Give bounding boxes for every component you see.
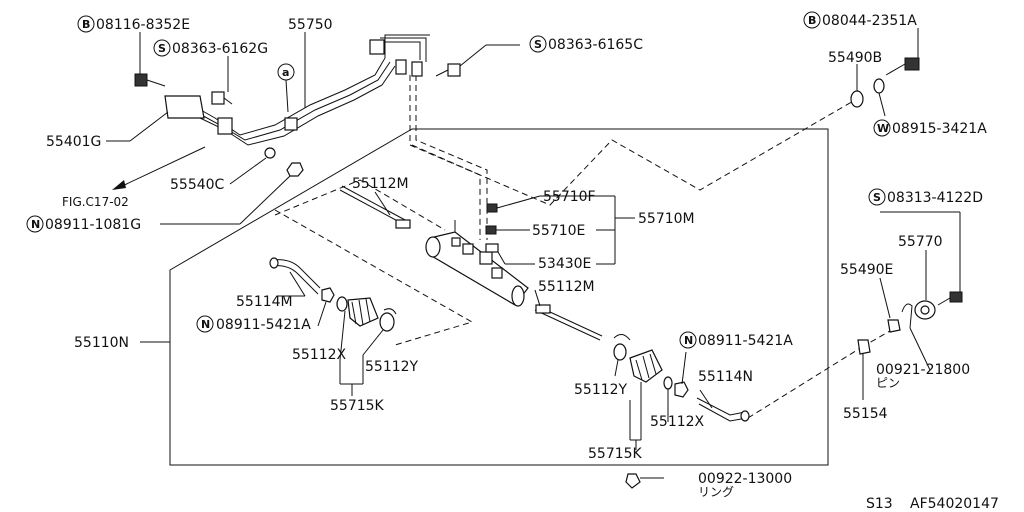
leader-lines: [106, 28, 961, 479]
washer-55540c: [264, 147, 276, 159]
label-55112y-left: 55112Y: [365, 359, 419, 375]
badge-b-1: B: [77, 15, 95, 33]
fig-arrow-line: [117, 146, 206, 189]
label-53430e: 53430E: [538, 256, 591, 272]
svg-text:S: S: [534, 38, 542, 51]
label-55112x-left: 55112X: [292, 347, 347, 363]
badge-n-3: N: [679, 331, 697, 349]
boot-55112x-left: [347, 297, 379, 327]
badge-n-2: N: [196, 315, 214, 333]
label-55490b: 55490B: [828, 50, 882, 66]
label-08911-1081g: 08911-1081G: [45, 217, 141, 233]
badge-n-1: N: [26, 215, 44, 233]
part-55490e: [887, 319, 901, 333]
ring-55112x-right: [663, 376, 673, 390]
label-fig-c17-02: FIG.C17-02: [62, 195, 129, 209]
label-55710f: 55710F: [543, 189, 596, 205]
dash-line-lower: [274, 179, 446, 231]
badge-b-2: B: [803, 11, 821, 29]
label-ring-kana: リング: [698, 485, 734, 499]
label-screw-08363-6165c: 08363-6165C: [548, 37, 643, 53]
part-53430e: [485, 243, 499, 253]
dash-line-box-left: [274, 209, 474, 346]
rod-55114m: [269, 257, 321, 295]
label-55715k-right: 55715K: [588, 446, 643, 462]
rod-55112m-mid: [534, 304, 603, 341]
badge-s-2: S: [529, 35, 547, 53]
master-cylinder: [425, 220, 529, 307]
bolt-08116: [134, 73, 166, 87]
nut-08911-5421a-right: [674, 381, 689, 398]
boot-55112x-right: [629, 349, 663, 383]
rod-55114n: [696, 397, 750, 422]
svg-text:S: S: [158, 42, 166, 55]
badge-s-1: S: [153, 39, 171, 57]
label-00922: 00922-13000: [698, 471, 792, 487]
ring-55112x-left: [336, 296, 348, 312]
svg-text:N: N: [31, 218, 40, 231]
label-55112m-top: 55112M: [352, 176, 409, 192]
label-08911-5421a-left: 08911-5421A: [216, 317, 311, 333]
label-55401g: 55401G: [46, 134, 101, 150]
label-55750: 55750: [288, 17, 333, 33]
nut-08911-5421a-left: [321, 287, 335, 303]
marker-a-text: a: [282, 66, 289, 79]
label-08915: 08915-3421A: [892, 121, 987, 137]
screw-08313: [937, 291, 963, 306]
part-55770: [914, 300, 936, 320]
label-55114n: 55114N: [698, 369, 753, 385]
part-55710e: [485, 225, 497, 235]
svg-text:B: B: [82, 18, 90, 31]
label-55710m: 55710M: [638, 211, 695, 227]
label-55112m-mid: 55112M: [538, 279, 595, 295]
svg-text:B: B: [808, 14, 816, 27]
label-55114m: 55114M: [236, 294, 293, 310]
label-55540c: 55540C: [170, 177, 225, 193]
label-08313: 08313-4122D: [887, 190, 983, 206]
fig-arrow-head: [112, 180, 126, 190]
label-55770: 55770: [898, 234, 943, 250]
part-55154: [857, 339, 871, 355]
pin-00921: [901, 303, 913, 329]
footer-code: AF54020147: [910, 496, 999, 512]
label-bolt-08044: 08044-2351A: [822, 13, 917, 29]
label-55112x-right: 55112X: [650, 414, 705, 430]
frame-55110n: [169, 128, 829, 466]
label-screw-08363-6162g: 08363-6162G: [172, 41, 268, 57]
bracket-55401g: [164, 95, 205, 119]
label-55110n: 55110N: [74, 335, 129, 351]
svg-text:N: N: [684, 334, 693, 347]
badge-w: W: [873, 119, 891, 137]
svg-text:N: N: [201, 318, 210, 331]
svg-text:S: S: [873, 191, 881, 204]
badge-s-3: S: [868, 188, 886, 206]
svg-text:W: W: [877, 122, 889, 135]
bolt-08044: [885, 57, 920, 76]
dash-line-upper: [411, 99, 856, 206]
nut-08911-1081g: [286, 162, 304, 177]
dash-line-55154: [747, 346, 863, 419]
label-55490e: 55490E: [840, 262, 893, 278]
label-08911-5421a-right: 08911-5421A: [698, 333, 793, 349]
part-55710f: [486, 203, 498, 213]
label-55112y-right: 55112Y: [574, 382, 628, 398]
label-pin-kana: ピン: [876, 376, 900, 390]
footer-s13: S13: [866, 496, 893, 512]
label-55710e: 55710E: [532, 223, 585, 239]
ring-00922: [625, 473, 641, 489]
clip-55112y-right: [613, 343, 627, 361]
rod-55112m-top: [339, 185, 411, 229]
clip-55112y-right-ring: [613, 334, 631, 341]
label-55715k-left: 55715K: [330, 398, 385, 414]
washer-55490b: [850, 90, 864, 108]
label-bolt-08116: 08116-8352E: [96, 17, 190, 33]
screw-08363-6165c: [435, 63, 461, 77]
pipe-assembly-55750: [191, 34, 488, 240]
clip-55112y-left: [379, 312, 395, 332]
washer-08915: [873, 78, 885, 94]
screw-08363-6162g: [211, 91, 233, 105]
label-00921: 00921-21800: [876, 362, 970, 378]
label-55154: 55154: [843, 406, 888, 422]
